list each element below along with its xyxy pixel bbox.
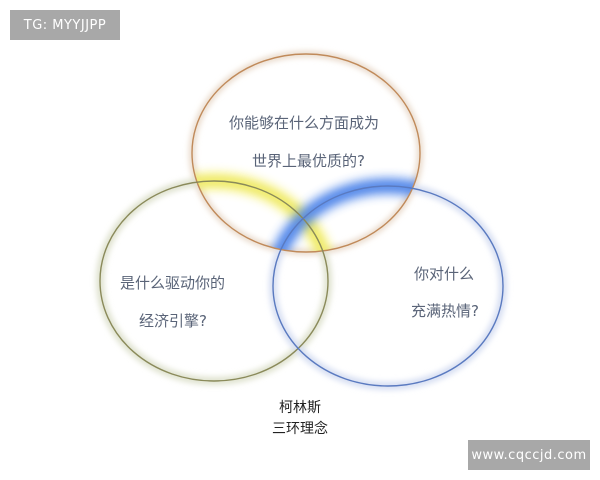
circle-best [191, 53, 421, 253]
passion-label-line2: 充满热情? [411, 302, 479, 320]
economic-label-line1: 是什么驱动你的 [120, 274, 226, 292]
best-label-line2: 世界上最优质的? [252, 152, 365, 170]
best-label-line1: 你能够在什么方面成为 [229, 114, 380, 132]
circle-passion [272, 185, 504, 387]
economic-label-line2: 经济引擎? [139, 312, 207, 330]
diagram-title-line2: 三环理念 [272, 421, 328, 437]
passion-label-line1: 你对什么 [414, 265, 475, 283]
diagram-title-line1: 柯林斯 [279, 400, 321, 416]
watermark-top-text: TG: MYYJJPP [23, 17, 107, 33]
watermark-bottom-right: www.cqccjd.com [468, 440, 590, 470]
watermark-bottom-text: www.cqccjd.com [471, 447, 587, 463]
circle-economic [99, 180, 329, 382]
watermark-top-left: TG: MYYJJPP [10, 10, 120, 40]
